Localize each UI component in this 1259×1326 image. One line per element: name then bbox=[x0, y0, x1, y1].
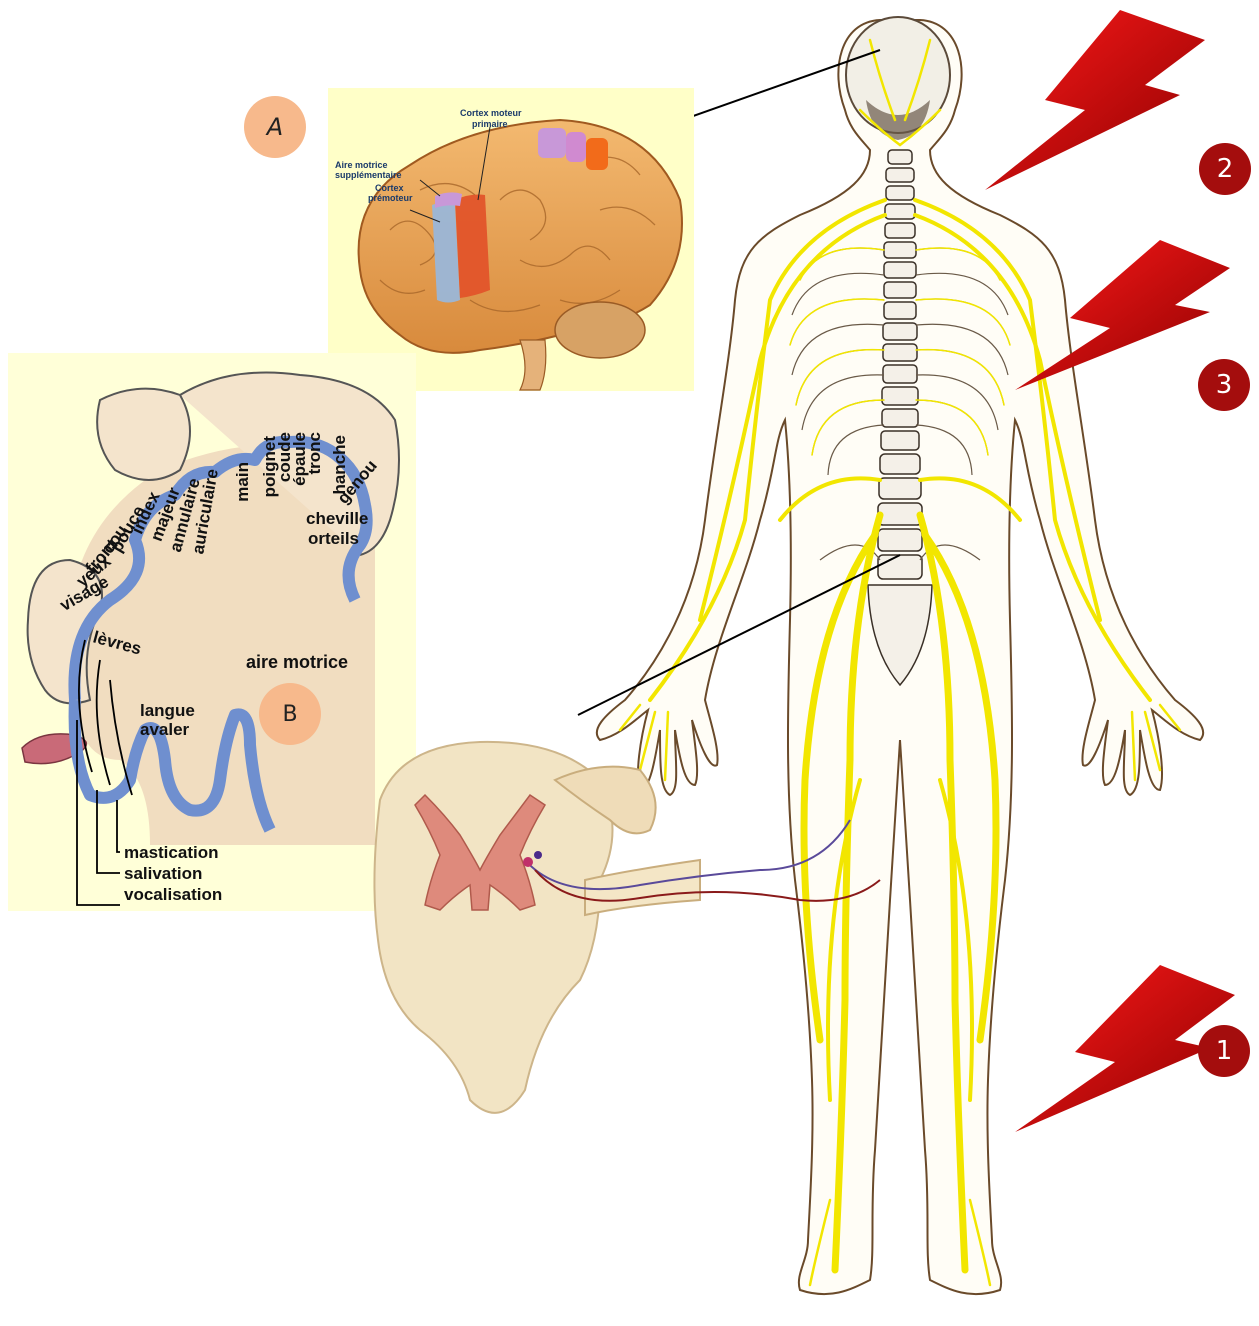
motor-area-top-orange bbox=[586, 138, 608, 170]
label-orteils: orteils bbox=[308, 529, 359, 548]
label-vocalisation: vocalisation bbox=[124, 885, 222, 904]
number-badge-3: 3 bbox=[1198, 359, 1250, 411]
primary-motor-label-line1: Cortex moteur bbox=[460, 108, 522, 118]
premotor-label-line1: Cortex bbox=[375, 183, 404, 193]
motor-neuron-body bbox=[523, 857, 533, 867]
brain-panel: Cortex moteur primaire Aire motrice supp… bbox=[328, 88, 694, 391]
label-main: main bbox=[233, 462, 252, 502]
supplementary-label-line1: Aire motrice bbox=[335, 160, 388, 170]
cerebellum bbox=[555, 302, 645, 358]
label-mastication: mastication bbox=[124, 843, 218, 862]
homunculus-panel: hanche tronc épaule coude poignet main a… bbox=[8, 353, 416, 911]
lightning-bolts bbox=[985, 10, 1235, 1132]
marker-b: B bbox=[259, 683, 321, 745]
marker-a: A bbox=[244, 96, 306, 158]
primary-motor-cortex-strip bbox=[455, 195, 490, 298]
lightning-bolt-2 bbox=[985, 10, 1205, 190]
motor-area-label: aire motrice bbox=[246, 652, 348, 672]
motor-area-top-pink bbox=[566, 132, 586, 162]
label-poignet: poignet bbox=[260, 436, 279, 498]
motor-area-top-lilac bbox=[538, 128, 566, 158]
premotor-label-line2: prémoteur bbox=[368, 193, 413, 203]
label-avaler: avaler bbox=[140, 720, 190, 739]
supplementary-label-line2: supplémentaire bbox=[335, 170, 402, 180]
interneuron-body bbox=[534, 851, 542, 859]
number-badge-2: 2 bbox=[1199, 143, 1251, 195]
number-badge-1: 1 bbox=[1198, 1025, 1250, 1077]
label-salivation: salivation bbox=[124, 864, 202, 883]
label-cheville: cheville bbox=[306, 509, 368, 528]
label-langue: langue bbox=[140, 701, 195, 720]
primary-motor-label-line2: primaire bbox=[472, 119, 508, 129]
